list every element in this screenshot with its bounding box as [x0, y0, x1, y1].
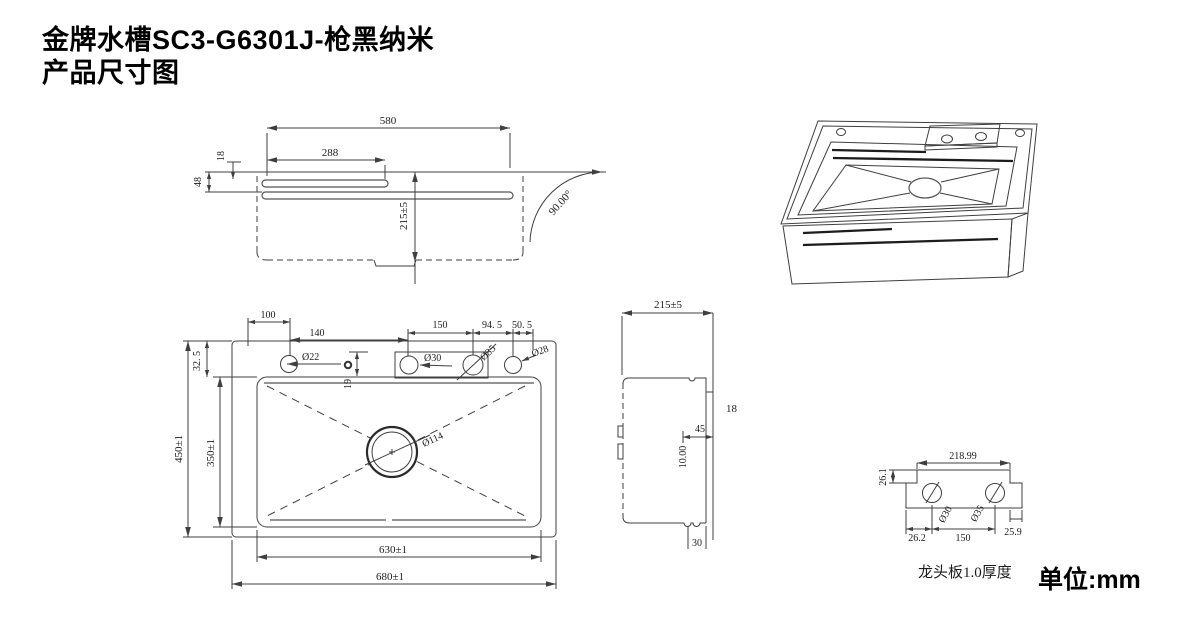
profile-view: 215±5 45 10.00 18 30 — [617, 299, 738, 549]
dim-rim-thickness: 18 — [726, 403, 738, 415]
basin-opening — [797, 141, 1018, 216]
dim-plate-right-margin: 25.9 — [1004, 527, 1022, 538]
apron-front — [782, 218, 1013, 285]
label-hole-o22: Ø22 — [302, 352, 319, 363]
note-vertical: 10.00 — [678, 446, 689, 469]
dim-ledge-offset: 18 — [216, 151, 227, 161]
dim-inner-depth: 350±1 — [205, 439, 217, 467]
back-groove-1 — [831, 148, 927, 154]
small-pin-hole — [343, 360, 353, 370]
dim-ledge-width: 288 — [322, 147, 339, 159]
label-plate-hole-b: Ø35 — [969, 504, 987, 524]
dim-bottom-width: 30 — [692, 538, 702, 549]
dim-outer-depth: 450±1 — [173, 435, 185, 463]
profile-bottom-edge — [630, 522, 706, 527]
apron-groove-1 — [802, 227, 893, 235]
label-hole-o30: Ø30 — [424, 353, 441, 364]
rim-inner-edge — [786, 125, 1033, 220]
dim-deck-right-gap: 94. 5 — [482, 320, 502, 331]
dim-corner-angle: 90.00° — [547, 188, 575, 218]
faucet-plate-caption: 龙头板1.0厚度 — [918, 563, 1012, 581]
side-section-view: 48 18 580 288 — [193, 115, 606, 284]
plate-hole-a — [922, 483, 942, 503]
dim-deck-hole-spacing: 150 — [433, 320, 448, 331]
apron-side — [1007, 212, 1029, 278]
basin-floor — [811, 164, 1000, 212]
faucet-deck-outline — [394, 351, 489, 379]
basin-outline — [256, 376, 542, 528]
title-line2: 产品尺寸图 — [42, 58, 180, 88]
deck-hole-a — [941, 134, 953, 144]
dim-plate-top-height: 26.1 — [878, 468, 889, 486]
perspective-view — [780, 120, 1038, 285]
dim-small-hole-offset: 19 — [343, 379, 354, 389]
upper-groove-slot — [261, 179, 389, 188]
corner-angle-arc — [529, 169, 603, 243]
dim-top-width: 580 — [380, 115, 397, 127]
page-title: 金牌水槽SC3-G6301J-枪黑纳米 产品尺寸图 — [42, 24, 434, 90]
unit-label: 单位:mm — [1038, 565, 1141, 594]
plate-hole-b — [985, 483, 1005, 503]
dim-top-margin: 32. 5 — [192, 351, 203, 371]
plate-outline — [905, 469, 1023, 509]
profile-top-edge — [627, 377, 713, 393]
title-line1: 金牌水槽SC3-G6301J-枪黑纳米 — [42, 25, 435, 55]
dim-hole1-offset: 100 — [261, 310, 276, 321]
dim-inner-width: 630±1 — [379, 544, 407, 556]
dim-hole-spacing-left: 140 — [310, 328, 325, 339]
back-groove-2 — [832, 156, 1014, 163]
clip-tab-2 — [617, 443, 624, 460]
apron-groove-2 — [802, 237, 999, 247]
drain-hole-3d — [908, 177, 942, 199]
dim-plate-left-margin: 26.2 — [908, 533, 926, 544]
dim-plate-width: 218.99 — [949, 451, 977, 462]
dim-plate-hole-spacing: 150 — [956, 533, 971, 544]
dim-edge-gap: 50. 5 — [512, 320, 532, 331]
dim-drain-offset: 45 — [695, 424, 705, 435]
rim-hole-right — [1015, 129, 1025, 137]
hole-o28 — [504, 356, 522, 374]
dim-profile-depth: 215±5 — [654, 299, 683, 311]
deck-hole-b — [975, 132, 987, 141]
clip-tab-1 — [617, 425, 624, 438]
dim-drain-diameter: Ø114 — [421, 431, 445, 450]
dim-depth: 215±5 — [398, 201, 410, 230]
top-plan-view: Ø114 Ø22 19 Ø30 Ø35 Ø28 100 140 — [173, 310, 557, 589]
faucet-deck-front — [924, 142, 998, 151]
captions: 龙头板1.0厚度 单位:mm — [918, 563, 1141, 594]
dim-outer-width: 680±1 — [376, 571, 404, 583]
drain-boss — [373, 259, 417, 267]
hole-o30 — [399, 355, 419, 375]
rim-hole-left — [836, 128, 846, 136]
faucet-plate-detail: 218.99 Ø30 Ø35 26.2 150 25.9 26.1 — [878, 451, 1023, 544]
dim-rim-drop: 48 — [193, 177, 204, 187]
lower-groove-slot — [261, 191, 514, 200]
